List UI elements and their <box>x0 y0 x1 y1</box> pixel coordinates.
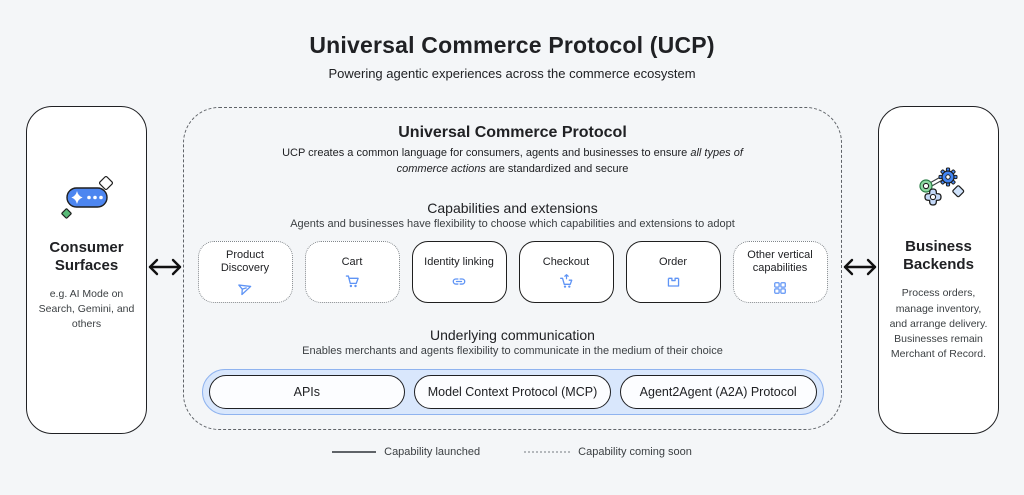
legend-coming-soon-label: Capability coming soon <box>578 446 692 458</box>
protocol-pill-mcp: Model Context Protocol (MCP) <box>414 374 611 409</box>
capability-card-label: Other vertical capabilities <box>747 248 813 275</box>
capability-card-other-vertical: Other vertical capabilities <box>732 240 828 303</box>
capability-card-label: Cart <box>341 255 363 268</box>
capability-card-label: Product Discovery <box>220 248 270 275</box>
protocol-pill-apis: APIs <box>208 374 406 409</box>
consumer-surfaces-card: Consumer Surfaces e.g. AI Mode on Search… <box>26 106 147 434</box>
legend-item-coming-soon: Capability coming soon <box>524 446 692 458</box>
package-icon <box>666 274 681 288</box>
legend-launched-label: Capability launched <box>384 446 481 458</box>
ucp-description-italic: all types of commerce actions <box>396 147 743 175</box>
legend-launched-line <box>332 451 377 453</box>
communication-section-subtitle: Enables merchants and agents flexibility… <box>302 344 723 357</box>
send-icon <box>237 281 253 295</box>
capability-card-label: Identity linking <box>424 255 494 268</box>
communication-section-title: Underlying communication <box>430 326 595 343</box>
consumer-surfaces-title: Consumer Surfaces <box>49 238 124 274</box>
ucp-description-prefix: UCP creates a common language for consum… <box>282 147 691 159</box>
right-bidirectional-arrow-icon <box>840 256 880 283</box>
left-bidirectional-arrow-icon <box>145 256 185 283</box>
communication-bar: APIs Model Context Protocol (MCP) Agent2… <box>201 368 824 415</box>
capabilities-section-subtitle: Agents and businesses have flexibility t… <box>290 217 735 230</box>
capability-card-identity-linking: Identity linking <box>411 240 507 303</box>
gears-icon <box>906 163 972 224</box>
cart-icon <box>345 274 360 288</box>
capability-card-order: Order <box>625 240 721 303</box>
page-title: Universal Commerce Protocol (UCP) <box>309 32 715 58</box>
capability-card-product-discovery: Product Discovery <box>197 240 293 303</box>
ucp-panel-description: UCP creates a common language for consum… <box>273 146 753 178</box>
capability-card-checkout: Checkout <box>518 240 614 303</box>
capability-cards-row: Product Discovery Cart Identity linking … <box>197 240 828 303</box>
business-backends-card: Business Backends Process orders, manage… <box>878 106 999 434</box>
grid-icon <box>773 281 787 295</box>
legend-coming-soon-line <box>524 451 571 453</box>
consumer-surfaces-description: e.g. AI Mode on Search, Gemini, and othe… <box>38 287 135 331</box>
ucp-panel-title: Universal Commerce Protocol <box>398 124 627 141</box>
capability-card-label: Checkout <box>542 255 590 268</box>
capability-card-cart: Cart <box>304 240 400 303</box>
cart-checkout-icon <box>559 273 574 288</box>
legend-item-launched: Capability launched <box>332 446 480 458</box>
protocol-pill-a2a: Agent2Agent (A2A) Protocol <box>619 374 817 409</box>
legend: Capability launched Capability coming so… <box>0 446 1024 458</box>
ai-chat-pill-icon <box>56 174 118 225</box>
ucp-description-suffix: are standardized and secure <box>485 162 629 175</box>
capability-card-label: Order <box>658 255 688 268</box>
business-backends-title: Business Backends <box>903 238 974 274</box>
business-backends-description: Process orders, manage inventory, and ar… <box>889 287 988 361</box>
capabilities-section-title: Capabilities and extensions <box>427 199 598 216</box>
page-subtitle: Powering agentic experiences across the … <box>328 66 696 81</box>
ucp-panel: Universal Commerce Protocol UCP creates … <box>183 107 842 430</box>
link-icon <box>451 274 467 288</box>
